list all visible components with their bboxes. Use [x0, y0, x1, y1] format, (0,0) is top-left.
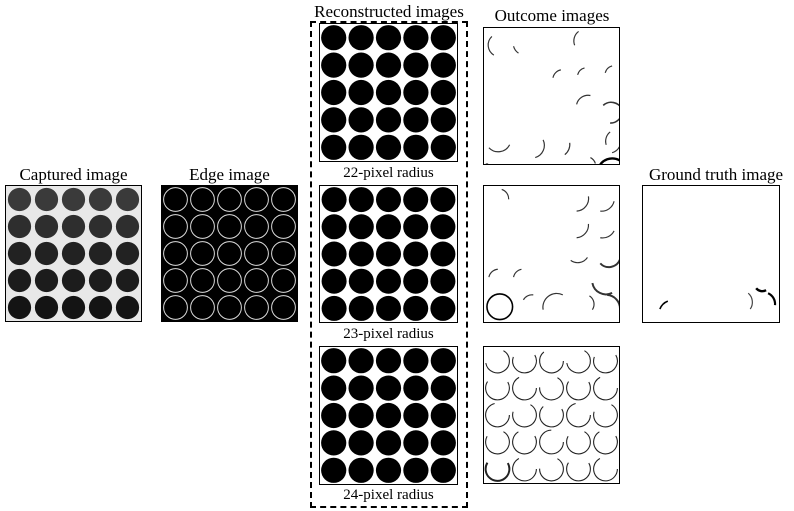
reconstructed-23-caption: 23-pixel radius: [343, 326, 434, 342]
ground-truth-image-title: Ground truth image: [648, 165, 784, 184]
outcome-23-arcs: [486, 188, 619, 321]
outcome-images-title: Outcome images: [494, 6, 610, 25]
outcome-22-panel: [483, 27, 620, 165]
captured-dots: [7, 187, 140, 320]
reconstructed-images-title: Reconstructed images: [314, 2, 464, 21]
edge-circles: [163, 187, 296, 320]
reconstructed-22-dots: [321, 25, 456, 160]
reconstructed-23-panel: [319, 185, 458, 323]
outcome-23-panel: [483, 185, 620, 323]
outcome-22-arcs: [485, 30, 619, 164]
edge-image-panel: [161, 185, 298, 322]
reconstructed-22-panel: [319, 23, 458, 162]
reconstructed-23-dots: [321, 187, 456, 321]
outcome-24-arcs: [484, 350, 618, 482]
reconstructed-group-border: [310, 21, 468, 508]
reconstructed-24-dots: [321, 348, 456, 483]
reconstructed-24-panel: [319, 346, 458, 485]
ground-truth-arcs: [659, 287, 777, 310]
captured-image-panel: [5, 185, 142, 322]
captured-image-title: Captured image: [19, 165, 128, 184]
edge-image-title: Edge image: [189, 165, 270, 184]
ground-truth-image-panel: [642, 185, 780, 323]
reconstructed-24-caption: 24-pixel radius: [343, 487, 434, 503]
outcome-24-panel: [483, 346, 620, 484]
reconstructed-22-caption: 22-pixel radius: [343, 165, 434, 181]
